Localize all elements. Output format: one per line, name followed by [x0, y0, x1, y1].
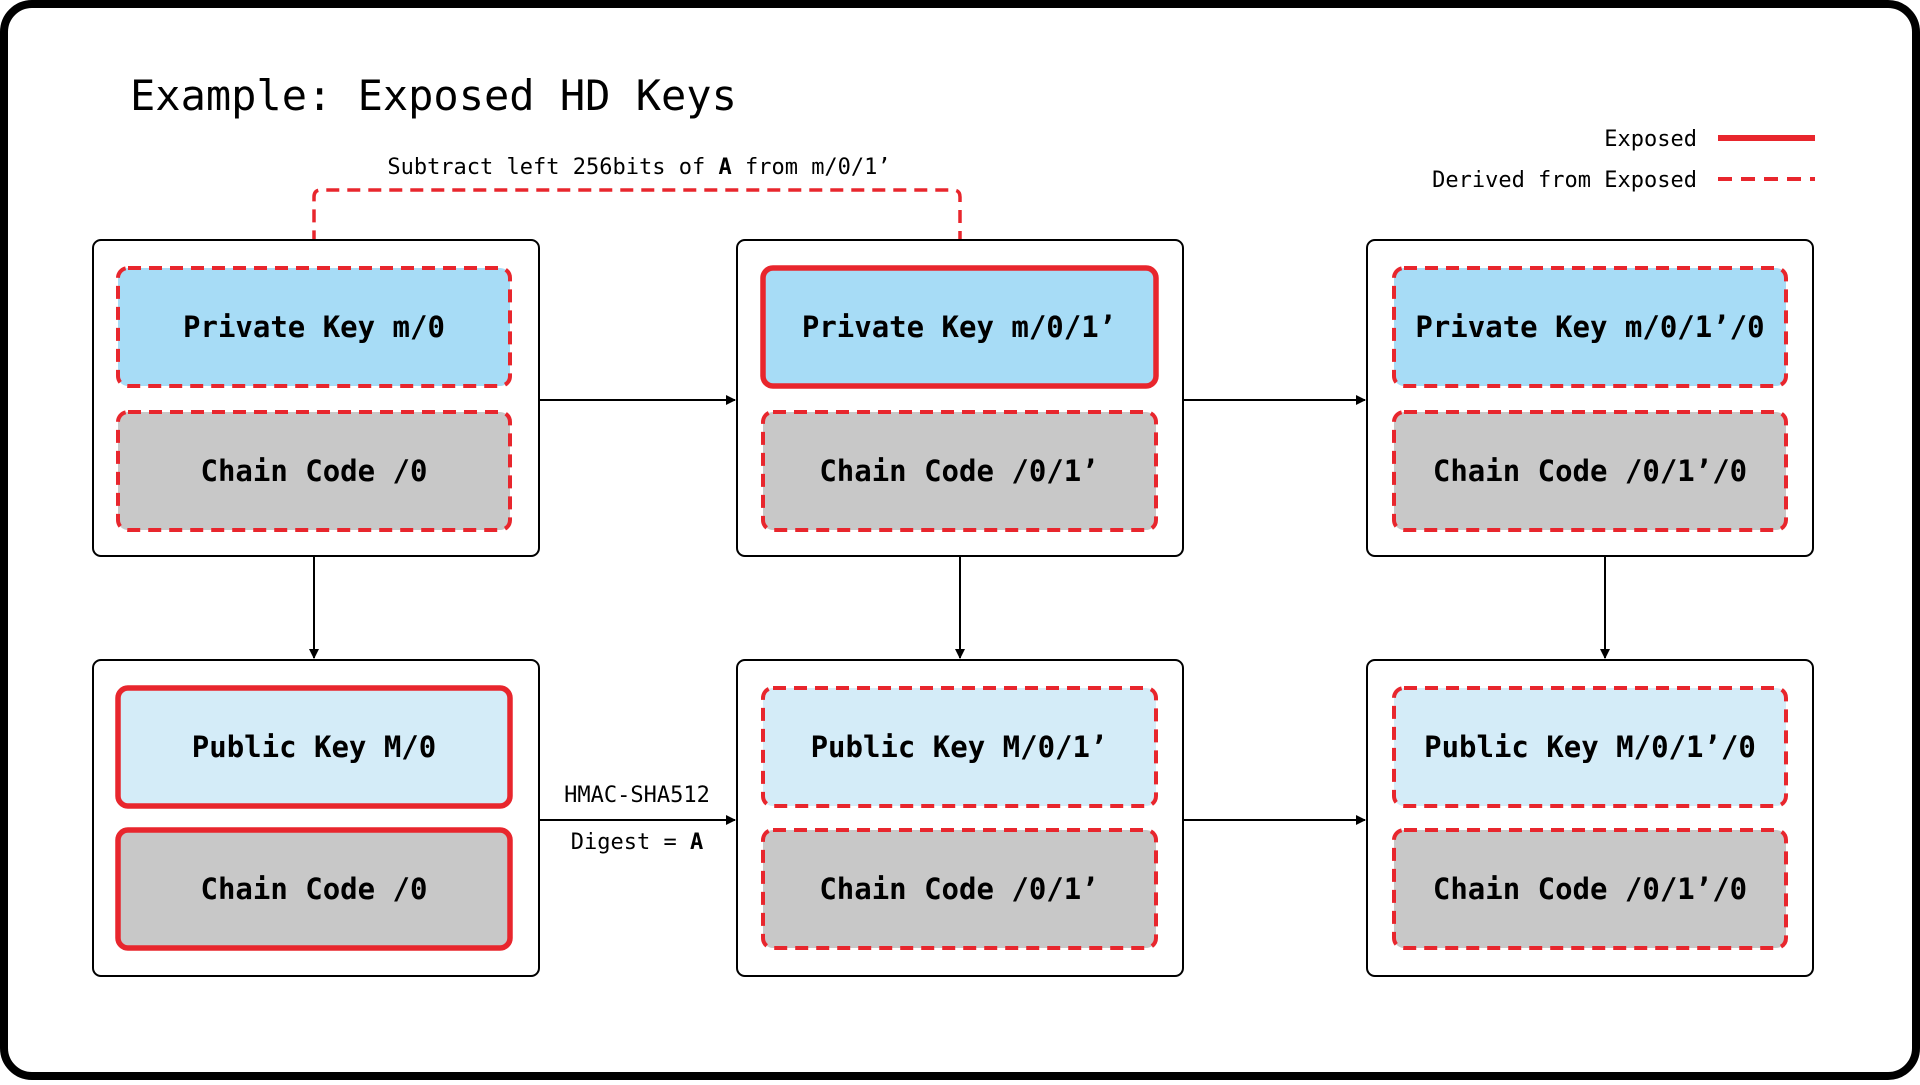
subtract-annotation: Subtract left 256bits of A from m/0/1’ — [387, 155, 890, 180]
chain-code-M010-label: Chain Code /0/1’/0 — [1433, 872, 1747, 906]
chain-code-m010-label: Chain Code /0/1’/0 — [1433, 454, 1747, 488]
chain-code-M0-box — [115, 827, 513, 951]
public-key-M0-label: Public Key M/0 — [192, 730, 436, 764]
chain-code-m0-box — [116, 410, 512, 532]
chain-code-M01-label: Chain Code /0/1’ — [819, 872, 1098, 906]
chain-code-M01-box — [761, 828, 1158, 950]
chain-code-m01-label: Chain Code /0/1’ — [819, 454, 1098, 488]
private-key-m010-box — [1392, 266, 1788, 388]
subtract-derivation-arrow — [308, 188, 962, 266]
public-key-M0-box — [115, 685, 513, 809]
public-key-M010-box — [1392, 686, 1788, 808]
legend-exposed-label: Exposed — [1604, 127, 1697, 152]
legend-derived-label: Derived from Exposed — [1432, 168, 1697, 193]
digest-label: Digest = A — [571, 830, 703, 855]
private-key-m01-label: Private Key m/0/1’ — [802, 310, 1116, 344]
chain-code-m01-box — [761, 410, 1158, 532]
public-key-M010-label: Public Key M/0/1’/0 — [1424, 730, 1756, 764]
chain-code-M0-label: Chain Code /0 — [201, 872, 428, 906]
public-key-M01-box — [761, 686, 1158, 808]
private-key-m0-box — [116, 266, 512, 388]
private-key-m0-label: Private Key m/0 — [183, 310, 445, 344]
chain-code-m010-box — [1392, 410, 1788, 532]
hmac-label: HMAC-SHA512 — [564, 783, 710, 808]
chain-code-m0-label: Chain Code /0 — [201, 454, 428, 488]
chain-code-M010-box — [1392, 828, 1788, 950]
public-key-M01-label: Public Key M/0/1’ — [811, 730, 1108, 764]
private-key-m010-label: Private Key m/0/1’/0 — [1415, 310, 1764, 344]
diagram-title: Example: Exposed HD Keys — [130, 71, 737, 120]
private-key-m01-box — [760, 265, 1159, 389]
